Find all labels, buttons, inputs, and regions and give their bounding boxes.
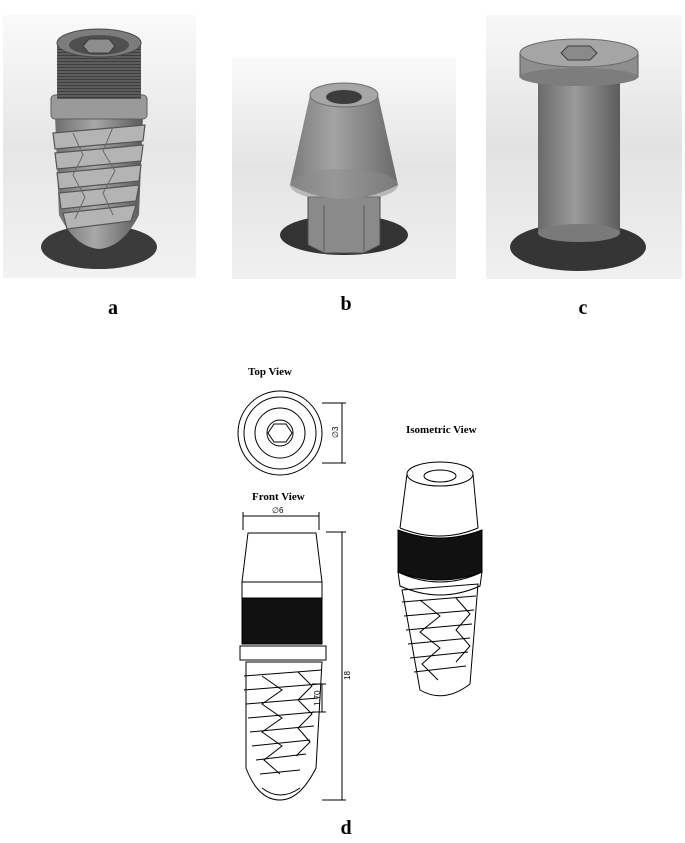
front-view xyxy=(239,512,346,801)
panel-label-a: a xyxy=(108,297,118,319)
top-view-title: Top View xyxy=(248,366,292,378)
front-view-title: Front View xyxy=(252,491,305,503)
isometric-view-title: Isometric View xyxy=(406,424,477,436)
screw-render xyxy=(486,15,682,279)
render-screw-panel xyxy=(486,15,682,279)
render-abutment-panel xyxy=(232,57,456,279)
dim-thread-pitch: 1.70 xyxy=(313,690,322,706)
dim-front-diameter: ∅6 xyxy=(272,506,284,515)
dim-total-length: 18 xyxy=(343,671,352,680)
abutment-render xyxy=(232,57,456,279)
panel-label-d: d xyxy=(340,817,352,839)
isometric-view xyxy=(397,461,483,697)
panel-label-b: b xyxy=(340,293,352,315)
top-view xyxy=(237,390,346,476)
panel-label-c: c xyxy=(578,297,588,319)
render-implant-panel xyxy=(3,15,196,278)
dim-top-diameter: ∅3 xyxy=(331,426,340,438)
implant-render xyxy=(3,15,196,278)
